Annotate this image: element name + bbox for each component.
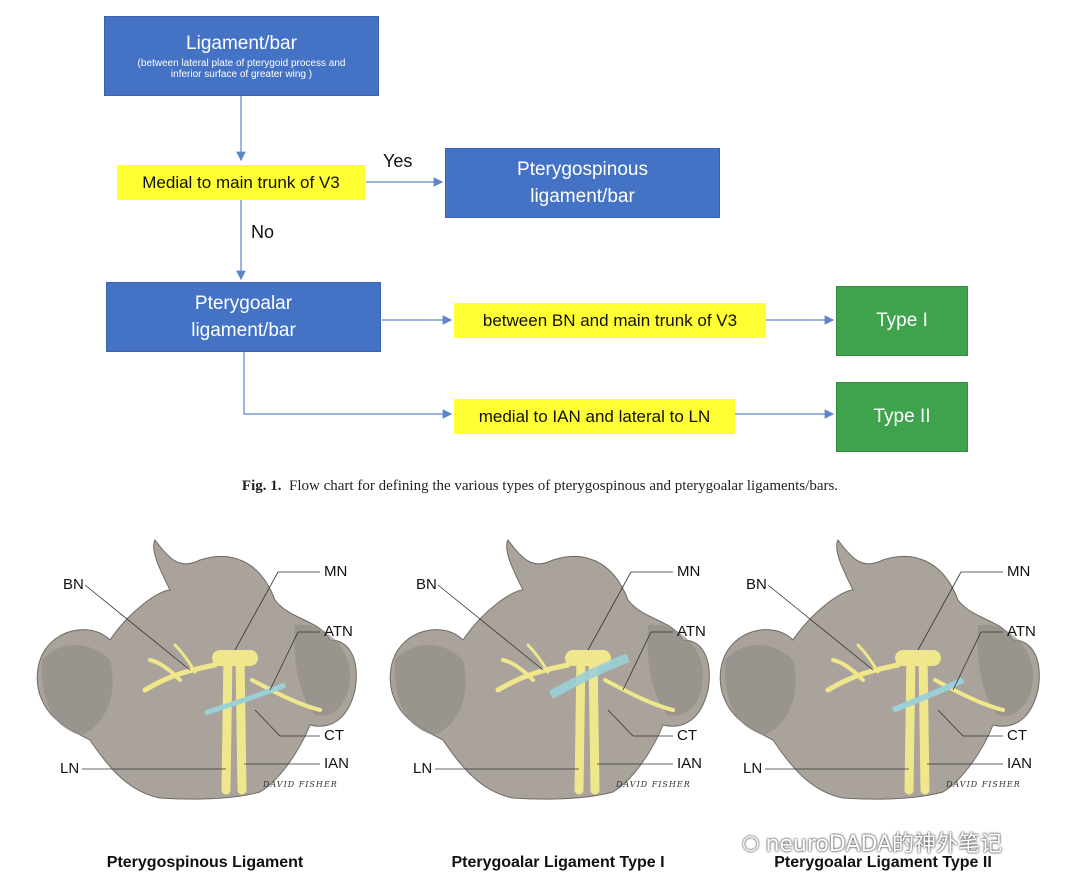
label-ian: IAN (1007, 755, 1033, 772)
label-atn: ATN (1007, 623, 1036, 640)
pterygospinous-box: Pterygospinous ligament/bar (445, 148, 720, 218)
panel-title-pterygoalar-type2: Pterygoalar Ligament Type II (774, 854, 992, 871)
label-mn: MN (1007, 563, 1031, 580)
type1-label: Type I (876, 310, 928, 331)
label-mn: MN (677, 563, 701, 580)
no-label: No (251, 222, 275, 242)
watermark-text: neuroDADA的神外笔记 (765, 832, 1003, 857)
label-ian: IAN (677, 755, 703, 772)
label-bn: BN (63, 576, 84, 593)
pterygoalar-box: Pterygoalar ligament/bar (106, 282, 381, 352)
wechat-icon: ○ (742, 830, 760, 854)
label-bn: BN (416, 576, 437, 593)
condition-type2: medial to IAN and lateral to LN (454, 399, 735, 434)
start-box-subtitle-line1: (between lateral plate of pterygoid proc… (137, 57, 346, 69)
arrow-pterygoalar-to-condition2 (243, 352, 453, 419)
type1-box: Type I (836, 286, 968, 356)
label-ln: LN (60, 760, 80, 777)
artist-signature: DAVID FISHER (263, 780, 338, 789)
pterygospinous-line1: Pterygospinous (517, 159, 648, 180)
anatomy-panel-pterygoalar-type1: BN MN ATN CT IAN LN DAVID FISHER (383, 530, 733, 840)
watermark: ○ neuroDADA的神外笔记 (742, 826, 1002, 858)
label-atn: ATN (324, 623, 353, 640)
skull-base-illustration (36, 539, 357, 800)
pterygoalar-line1: Pterygoalar (194, 293, 293, 314)
anatomy-panel-pterygoalar-type2: BN MN ATN CT IAN LN DAVID FISHER (713, 530, 1063, 840)
figure-caption: Fig. 1. Flow chart for defining the vari… (0, 478, 1080, 495)
label-ct: CT (1007, 727, 1027, 744)
start-box: Ligament/bar (between lateral plate of p… (104, 16, 379, 96)
type2-box: Type II (836, 382, 968, 452)
condition-type1: between BN and main trunk of V3 (454, 303, 766, 338)
anatomy-panel-pterygospinous: BN MN ATN CT IAN LN DAVID FISHER (30, 530, 380, 840)
yes-label: Yes (383, 151, 413, 171)
label-bn: BN (746, 576, 767, 593)
decision-medial-v3: Medial to main trunk of V3 (117, 165, 365, 200)
start-box-title: Ligament/bar (186, 32, 297, 54)
label-mn: MN (324, 563, 348, 580)
skull-base-illustration (719, 539, 1040, 800)
artist-signature: DAVID FISHER (946, 780, 1021, 789)
flowchart-connectors (236, 96, 835, 419)
pterygoalar-line2: ligament/bar (191, 320, 296, 341)
panel-title-pterygoalar-type1: Pterygoalar Ligament Type I (451, 854, 665, 871)
label-ct: CT (677, 727, 697, 744)
label-ct: CT (324, 727, 344, 744)
skull-base-illustration (389, 539, 710, 800)
label-atn: ATN (677, 623, 706, 640)
pterygospinous-line2: ligament/bar (530, 186, 635, 207)
label-ln: LN (413, 760, 433, 777)
label-ln: LN (743, 760, 763, 777)
figure-number: Fig. 1. (241, 478, 282, 494)
label-ian: IAN (324, 755, 350, 772)
panel-title-pterygospinous: Pterygospinous Ligament (106, 854, 304, 871)
type2-label: Type II (873, 406, 931, 427)
start-box-subtitle-line2: inferior surface of greater wing ) (170, 68, 313, 80)
artist-signature: DAVID FISHER (616, 780, 691, 789)
figure-caption-text: Flow chart for defining the various type… (289, 478, 839, 494)
